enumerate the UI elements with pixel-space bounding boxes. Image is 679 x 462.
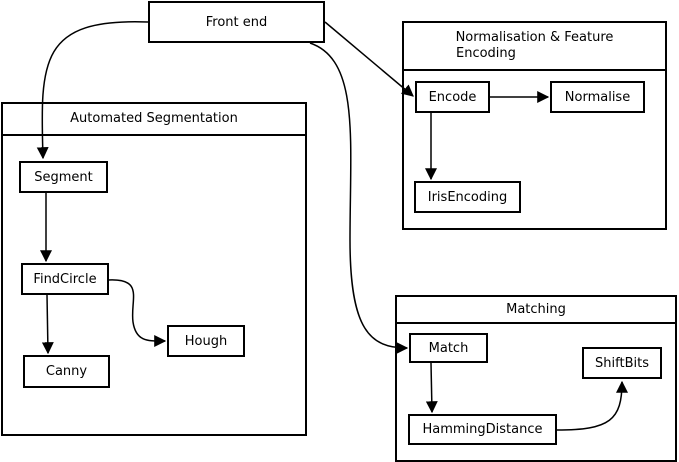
node-label: Canny [45,364,88,379]
group-label-line2: Encoding [456,46,516,61]
group-title-segmentation: Automated Segmentation [3,104,305,136]
edge-findcircle-hough [107,279,167,348]
node-label: Front end [205,14,268,30]
edge-frontend-encode [324,21,414,97]
node-findcircle: FindCircle [21,263,109,295]
group-label: Automated Segmentation [70,111,238,126]
node-normalise: Normalise [550,81,645,113]
group-normalisation-encoding: Normalisation & Feature Encoding [402,21,667,230]
group-title-encoding: Normalisation & Feature Encoding [404,23,665,71]
edge-findcircle-canny [41,294,54,355]
edge-hammingdistance-shiftbits [556,380,628,431]
group-label-line1: Normalisation & Feature [455,30,614,45]
node-label: HammingDistance [422,422,543,437]
node-label: ShiftBits [595,355,649,371]
node-encode: Encode [415,81,490,113]
node-label: Match [428,340,469,356]
node-hammingdistance: HammingDistance [408,414,557,445]
node-shiftbits: ShiftBits [582,347,662,379]
node-label: Segment [34,169,93,185]
edge-match-hammingdistance [425,362,438,414]
node-canny: Canny [23,355,110,388]
group-title-matching: Matching [397,297,675,324]
group-label: Matching [506,301,566,317]
node-label: Normalise [564,89,631,105]
node-label: Hough [184,333,228,349]
edge-frontend-match [309,42,409,354]
node-front-end: Front end [148,1,325,43]
node-label: FindCircle [33,271,97,287]
edge-frontend-segment [36,21,149,160]
node-segment: Segment [19,161,108,193]
node-label: IrisEncoding [427,189,508,205]
node-hough: Hough [167,325,245,357]
node-label: Encode [428,89,477,105]
node-irisencoding: IrisEncoding [414,181,521,213]
node-match: Match [409,333,488,363]
